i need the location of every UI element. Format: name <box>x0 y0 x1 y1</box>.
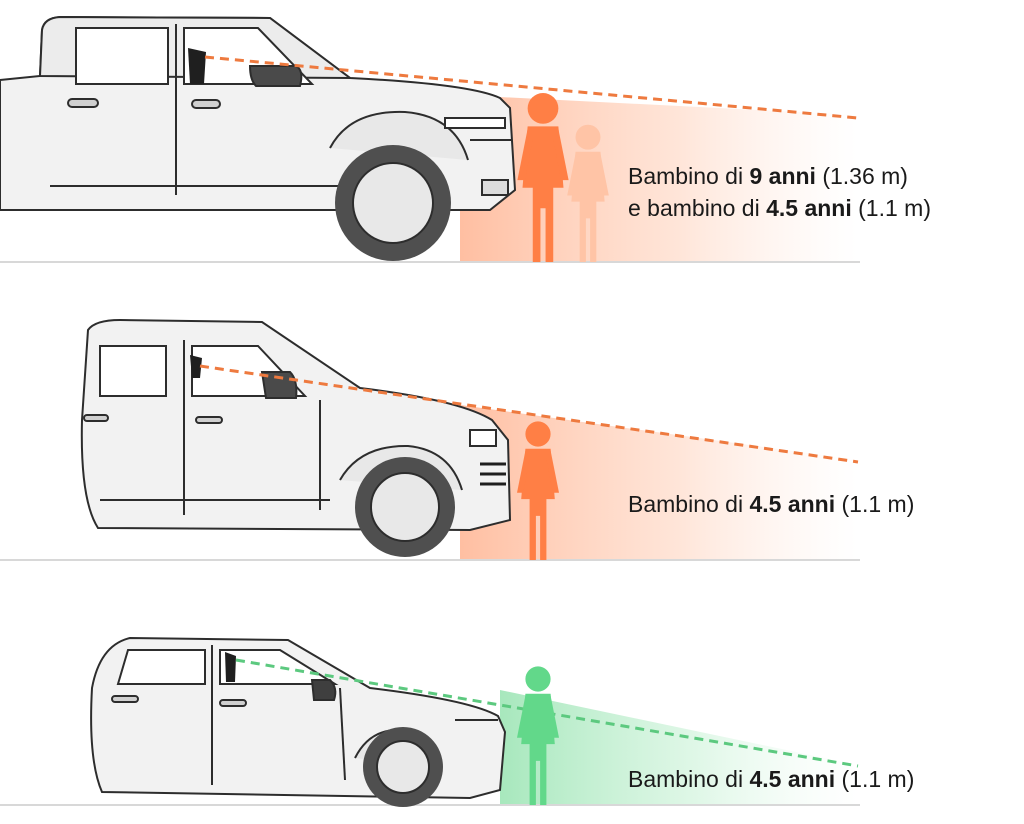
caption-height: (1.1 m) <box>851 195 931 221</box>
caption-text: e bambino di <box>628 195 767 221</box>
suv-wheel-icon <box>355 457 455 557</box>
hatchback-wheel-icon <box>363 727 443 807</box>
caption-height: (1.36 m) <box>815 163 908 189</box>
hatchback-icon <box>90 636 507 800</box>
caption-height: (1.1 m) <box>835 491 915 517</box>
panel-suv <box>0 318 860 561</box>
caption-line-2: e bambino di 4.5 anni (1.1 m) <box>628 192 931 224</box>
caption-text: Bambino di <box>628 491 750 517</box>
caption-line-1: Bambino di 9 anni (1.36 m) <box>628 160 931 192</box>
caption-text: Bambino di <box>628 766 750 792</box>
caption-line-1: Bambino di 4.5 anni (1.1 m) <box>628 488 914 520</box>
sightline-suv <box>199 364 859 464</box>
panel-hatchback <box>0 636 860 807</box>
panel-pickup <box>0 15 860 263</box>
caption-panel-2: Bambino di 4.5 anni (1.1 m) <box>628 488 914 520</box>
caption-panel-1: Bambino di 9 anni (1.36 m) e bambino di … <box>628 160 931 224</box>
caption-age: 9 anni <box>749 163 816 189</box>
caption-age: 4.5 anni <box>749 766 836 792</box>
blind-zone-suv <box>460 405 858 560</box>
visible-zone-hatchback <box>500 690 858 805</box>
sightline-pickup <box>204 55 859 120</box>
caption-age: 4.5 anni <box>749 491 836 517</box>
caption-height: (1.1 m) <box>835 766 915 792</box>
caption-age: 4.5 anni <box>766 195 852 221</box>
pickup-wheel-icon <box>335 145 451 261</box>
caption-text: Bambino di <box>628 163 750 189</box>
caption-line-1: Bambino di 4.5 anni (1.1 m) <box>628 763 914 795</box>
caption-panel-3: Bambino di 4.5 anni (1.1 m) <box>628 763 914 795</box>
